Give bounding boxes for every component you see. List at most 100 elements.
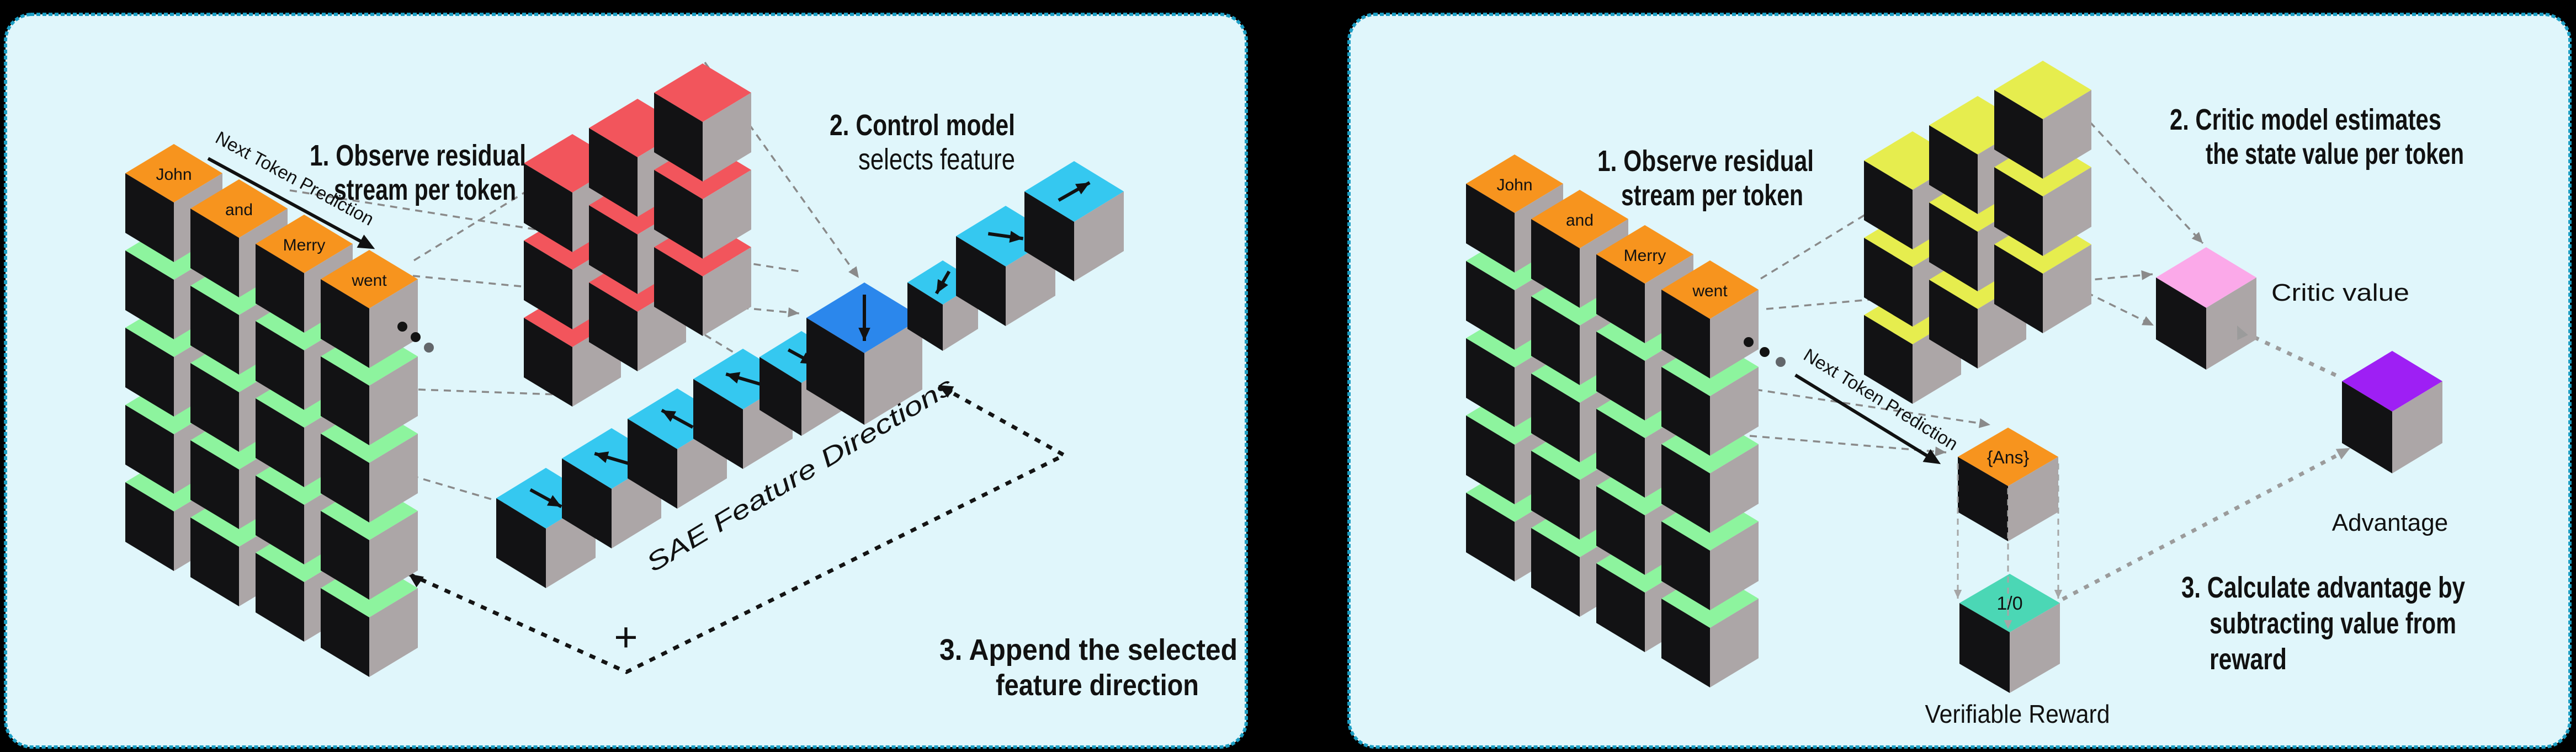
cube-right-face bbox=[1710, 444, 1759, 533]
connector-grid-to-feature-row-1 bbox=[418, 388, 572, 396]
reward-to-advantage-path bbox=[2062, 449, 2346, 601]
ellipsis-dot bbox=[1776, 357, 1786, 367]
cube-left-face bbox=[256, 244, 304, 333]
cube-left-face bbox=[1466, 493, 1515, 582]
cube-left-face bbox=[1994, 244, 2043, 333]
left-step3-title-line1: 3. Append the selected bbox=[939, 633, 1237, 666]
cube-right-face bbox=[2043, 90, 2091, 179]
arrowhead-shape bbox=[2004, 620, 2012, 629]
left-step1-title-line1: 1. Observe residual bbox=[310, 139, 526, 172]
left-step3-title-line2: feature direction bbox=[996, 669, 1199, 702]
reward-value-label: 1/0 bbox=[1996, 593, 2022, 614]
answer-token-label: {Ans} bbox=[1987, 447, 2030, 467]
cube-left-face bbox=[1596, 409, 1645, 498]
cube-right-face bbox=[864, 318, 922, 425]
arrowhead-shape bbox=[2335, 448, 2350, 460]
cube-left-face bbox=[1466, 261, 1515, 350]
cube-left-face bbox=[1661, 290, 1710, 378]
right-step1-title-line2: stream per token bbox=[1621, 179, 1803, 212]
cube-right-face bbox=[2392, 381, 2442, 473]
advantage-cube bbox=[2342, 351, 2442, 473]
token-cube: went bbox=[321, 250, 418, 368]
token-label: went bbox=[1692, 282, 1728, 300]
right-step3-title-line3: reward bbox=[2209, 643, 2287, 676]
cube-left-face bbox=[125, 482, 174, 571]
arrowhead-shape bbox=[936, 279, 948, 294]
feature-arrow-head bbox=[661, 410, 677, 422]
cube-left-face bbox=[1531, 296, 1580, 385]
cube-left-face bbox=[1531, 374, 1580, 462]
critic-model-block bbox=[1864, 61, 2091, 404]
cube-left-face bbox=[956, 236, 1006, 326]
right-step3-title-line1: 3. Calculate advantage by bbox=[2181, 571, 2465, 604]
arrowhead-shape bbox=[1978, 418, 1990, 428]
next-token-prediction-arrow bbox=[207, 157, 375, 249]
arrowhead-shape bbox=[594, 451, 609, 463]
cube-left-face bbox=[321, 588, 369, 677]
cube-right-face bbox=[1710, 599, 1759, 687]
connector-grid-to-ans-1-arrowhead bbox=[1978, 418, 1990, 428]
cube-left-face bbox=[1864, 315, 1913, 404]
feature-arrow-head bbox=[1009, 231, 1023, 243]
feature-arrow-head bbox=[936, 279, 948, 294]
cube-left-face bbox=[1929, 202, 1978, 291]
arrowhead-shape bbox=[661, 410, 677, 422]
ans-drop-center-arrowhead bbox=[2004, 620, 2012, 629]
token-cube: went bbox=[1661, 260, 1759, 378]
arrowhead-shape bbox=[546, 495, 562, 507]
arrowhead-shape bbox=[938, 385, 954, 398]
arrowhead-shape bbox=[1922, 449, 1941, 465]
cube-left-face bbox=[190, 209, 239, 297]
cube-right-face bbox=[2043, 244, 2091, 333]
model-cube bbox=[1994, 61, 2091, 179]
cube-left-face bbox=[1466, 338, 1515, 427]
arrowhead-shape bbox=[1075, 183, 1090, 195]
cube-right-face bbox=[703, 170, 751, 259]
cube-left-face bbox=[524, 163, 572, 252]
append-path-end-arrowhead bbox=[408, 574, 424, 588]
verifiable-reward-label: Verifiable Reward bbox=[1925, 700, 2110, 728]
cube-right-face bbox=[1710, 367, 1759, 456]
arrowhead-shape bbox=[2142, 316, 2154, 326]
cube-left-face bbox=[125, 173, 174, 262]
cube-left-face bbox=[1596, 332, 1645, 420]
ans-drop-right-arrowhead bbox=[2054, 590, 2063, 599]
cube-left-face bbox=[628, 419, 677, 509]
feature-arrow-head bbox=[546, 495, 562, 507]
feature-arrow-head bbox=[726, 372, 741, 384]
right-step3-title-line2: subtracting value from bbox=[2209, 607, 2456, 640]
cube-right-face bbox=[369, 588, 418, 677]
cube-left-face bbox=[190, 440, 239, 529]
arrowhead-shape bbox=[2141, 270, 2153, 280]
cube-right-face bbox=[369, 356, 418, 445]
control-model-block bbox=[524, 63, 751, 407]
token-label: Merry bbox=[1624, 247, 1666, 265]
cube-left-face bbox=[1661, 367, 1710, 456]
ellipsis-dot bbox=[1744, 337, 1754, 347]
cube-left-face bbox=[654, 247, 703, 336]
cube-right-face bbox=[369, 279, 418, 368]
arrowhead-shape bbox=[1935, 446, 1946, 457]
connector-critic-model-to-value-top-arrowhead bbox=[2191, 232, 2203, 243]
left-step1-title-line2: stream per token bbox=[334, 173, 516, 206]
cube-left-face bbox=[1466, 415, 1515, 504]
cube-left-face bbox=[256, 553, 304, 642]
cube-left-face bbox=[1929, 125, 1978, 214]
cube-left-face bbox=[1531, 528, 1580, 617]
cube-left-face bbox=[907, 282, 943, 351]
cube-left-face bbox=[321, 356, 369, 445]
ntp-arrow-line bbox=[207, 157, 369, 247]
critic-value-label: Critic value bbox=[2271, 279, 2409, 306]
token-label: John bbox=[1496, 176, 1532, 194]
selected-feature-cube bbox=[806, 282, 922, 425]
cube-left-face bbox=[1994, 90, 2043, 179]
cube-left-face bbox=[2342, 381, 2392, 473]
right-step2-title-line2: the state value per token bbox=[2206, 137, 2464, 170]
value-to-advantage-path bbox=[2242, 330, 2339, 378]
right-step1-title-line1: 1. Observe residual bbox=[1597, 145, 1814, 178]
cube-right-face bbox=[2010, 603, 2060, 693]
arrowhead-shape bbox=[408, 574, 424, 588]
sae-feature-row bbox=[496, 161, 1124, 588]
